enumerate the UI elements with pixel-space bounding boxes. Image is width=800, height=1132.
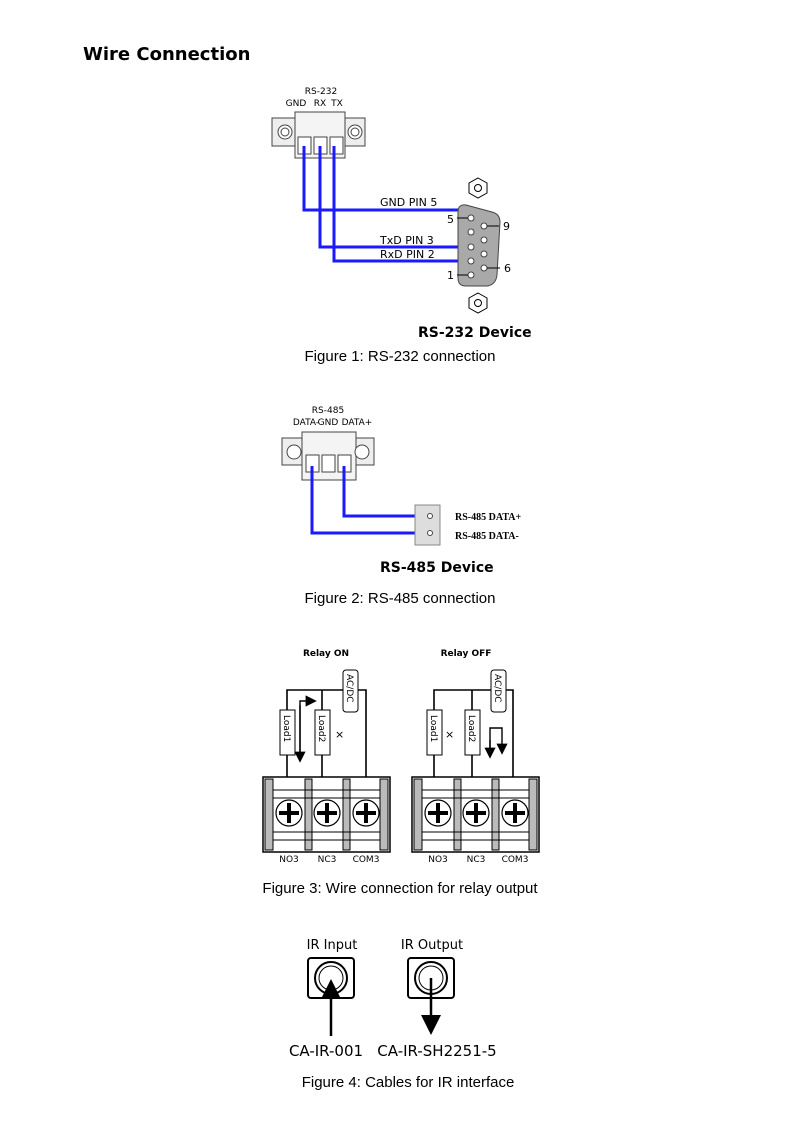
source-label: AC/DC xyxy=(344,674,354,703)
figure-caption: Figure 2: RS-485 connection xyxy=(305,590,496,607)
pin-label: GND xyxy=(286,99,307,109)
relay-on-diagram: Relay ON AC/DC Load1 Load2 × xyxy=(279,649,367,777)
pin-label: DATA- xyxy=(293,418,319,428)
wire-txd xyxy=(318,146,470,249)
terminal-label: COM3 xyxy=(353,855,380,865)
terminal-label: NO3 xyxy=(428,855,448,865)
terminal-connector xyxy=(281,431,375,481)
terminal-label: NO3 xyxy=(279,855,299,865)
cable-label: CA-IR-SH2251-5 xyxy=(377,1042,496,1060)
figure-caption: Figure 1: RS-232 connection xyxy=(305,348,496,365)
wire-rxd xyxy=(332,146,470,263)
off-mark: × xyxy=(335,728,344,741)
wire-data-minus xyxy=(310,466,428,535)
terminal-label: NC3 xyxy=(318,855,337,865)
load-label: Load1 xyxy=(281,715,291,742)
pin-number: 6 xyxy=(504,262,511,275)
wire-label: TxD PIN 3 xyxy=(379,234,434,247)
terminal-label: COM3 xyxy=(502,855,529,865)
wire-data-plus xyxy=(342,466,428,518)
device-pin-label: RS-485 DATA- xyxy=(455,531,519,542)
pin-number: 5 xyxy=(447,213,454,226)
wire-label: GND PIN 5 xyxy=(380,196,437,209)
pin-label: DATA+ xyxy=(342,418,373,428)
load-label: Load2 xyxy=(316,715,326,742)
port-label: IR Output xyxy=(401,938,463,953)
off-mark: × xyxy=(445,728,454,741)
panel-title: Relay OFF xyxy=(441,649,492,659)
device-label: RS-485 Device xyxy=(380,560,494,576)
device-label: RS-232 Device xyxy=(418,325,532,341)
section-title: Wire Connection xyxy=(83,44,250,65)
connector-label: RS-232 xyxy=(305,87,337,97)
panel-title: Relay ON xyxy=(303,649,349,659)
db9-connector xyxy=(457,177,501,314)
figure-caption: Figure 3: Wire connection for relay outp… xyxy=(262,880,538,897)
device-pin-label: RS-485 DATA+ xyxy=(455,512,521,523)
pin-number: 1 xyxy=(447,269,454,282)
pin-number: 9 xyxy=(503,220,510,233)
load-label: Load1 xyxy=(428,715,438,742)
relay-terminal-block xyxy=(262,776,391,853)
pin-label: RX xyxy=(314,99,326,109)
figure-caption: Figure 4: Cables for IR interface xyxy=(302,1074,515,1091)
figure-rs485-diagram: RS-485 DATA- GND DATA+ RS-485 DATA+ RS-4… xyxy=(281,406,521,576)
cable-label: CA-IR-001 xyxy=(289,1042,363,1060)
rs485-device-terminal xyxy=(414,504,441,546)
pin-label: GND xyxy=(318,418,339,428)
relay-terminal-block xyxy=(411,776,540,853)
pin-label: TX xyxy=(330,99,343,109)
connector-label: RS-485 xyxy=(312,406,344,416)
relay-off-diagram: Relay OFF AC/DC Load1 Load2 × xyxy=(426,649,514,777)
load-label: Load2 xyxy=(466,715,476,742)
port-label: IR Input xyxy=(307,938,358,953)
wire-label: RxD PIN 2 xyxy=(380,248,435,261)
figure-rs232-diagram: RS-232 GND RX TX GND PIN 5 TxD PIN 3 RxD… xyxy=(271,87,532,341)
source-label: AC/DC xyxy=(492,674,502,703)
ir-diagram: IR Input IR Output CA-IR-001 CA-IR-SH225… xyxy=(289,938,497,1060)
terminal-label: NC3 xyxy=(467,855,486,865)
